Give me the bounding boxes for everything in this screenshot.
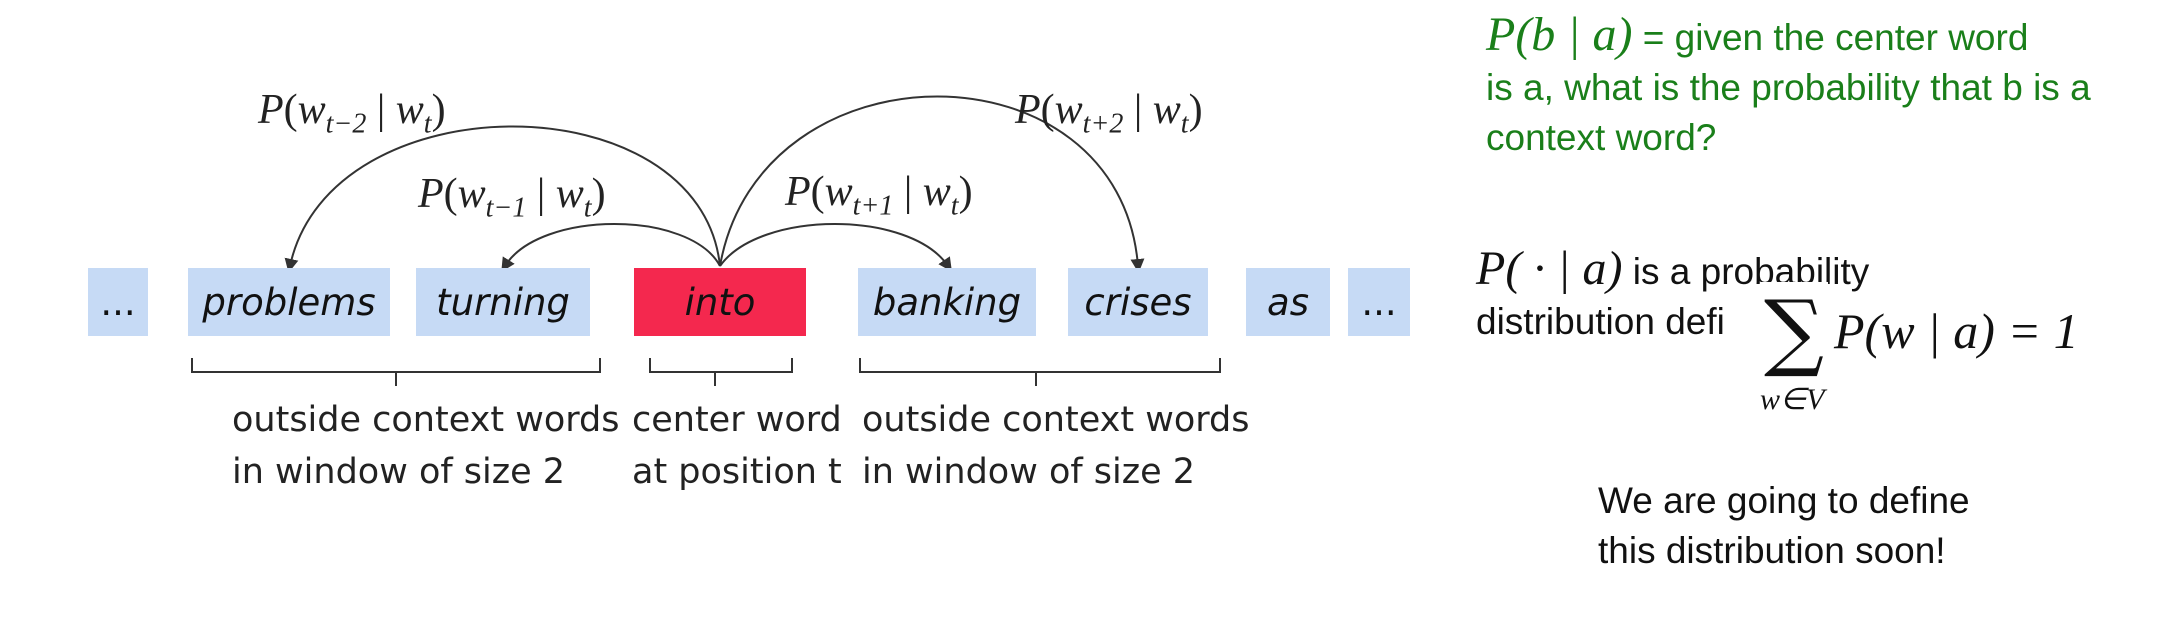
brace-label-line: center word: [632, 400, 842, 440]
arc-t-plus-2: [719, 95, 1145, 273]
green-note: P(b | a) = given the center word is a, w…: [1486, 10, 2091, 163]
black-note-line-1: P( · | a) is a probability: [1476, 244, 1869, 297]
word-text: crises: [1084, 280, 1192, 324]
word-box-problems: problems: [188, 268, 390, 336]
brace-label-line: outside context words: [862, 400, 1250, 440]
green-note-line-3: context word?: [1486, 117, 1717, 158]
word-text: banking: [872, 280, 1022, 324]
arc-t-minus-1: [501, 223, 721, 272]
word-box-into-center: into: [634, 268, 806, 336]
word-box-ellipsis-left: ...: [88, 268, 148, 336]
word-box-ellipsis-right: ...: [1348, 268, 1410, 336]
brace-label-left: outside context words in window of size …: [232, 394, 619, 498]
word-text: turning: [436, 280, 570, 324]
word-box-banking: banking: [858, 268, 1036, 336]
sum-subscript: w∈V: [1760, 383, 1825, 416]
arc-t-minus-2: [284, 125, 721, 273]
arc-label-t-minus-1: P(wt−1 | wt): [418, 171, 606, 224]
black-note: P( · | a) is a probability distribution …: [1476, 244, 1869, 347]
word-box-as: as: [1246, 268, 1330, 336]
brace-label-right: outside context words in window of size …: [862, 394, 1249, 498]
black-note-text: is a probability: [1622, 251, 1870, 292]
arc-label-t-plus-2: P(wt+2 | wt): [1015, 87, 1203, 140]
brace-label-line: outside context words: [232, 400, 620, 440]
word-text: ...: [1361, 280, 1397, 324]
green-note-line-2: is a, what is the probability that b is …: [1486, 67, 2091, 108]
word-text: ...: [100, 280, 136, 324]
black-note-line-2: distribution defi: [1476, 301, 1725, 342]
green-formula: P(b | a): [1486, 8, 1633, 61]
sum-expression: P(w | a) = 1: [1834, 303, 2079, 359]
brace-left: [191, 358, 601, 386]
green-note-line-1: P(b | a) = given the center word: [1486, 10, 2091, 63]
word-text: as: [1267, 280, 1309, 324]
word-box-crises: crises: [1068, 268, 1208, 336]
arc-t-plus-1: [719, 223, 952, 272]
word-text: into: [684, 280, 756, 324]
black-formula: P( · | a): [1476, 242, 1623, 295]
arc-label-t-plus-1: P(wt+1 | wt): [785, 169, 973, 222]
footer-note-line-1: We are going to define: [1598, 480, 1970, 521]
footer-note: We are going to define this distribution…: [1598, 476, 1970, 576]
sum-formula: ∑ w∈V P(w | a) = 1: [1760, 282, 2120, 430]
arc-label-t-minus-2: P(wt−2 | wt): [258, 87, 446, 140]
brace-label-line: at position t: [632, 452, 842, 492]
brace-label-line: in window of size 2: [862, 452, 1196, 492]
word-text: problems: [202, 280, 376, 324]
green-note-text: = given the center word: [1632, 17, 2029, 58]
brace-right: [859, 358, 1221, 386]
brace-label-line: in window of size 2: [232, 452, 566, 492]
footer-note-line-2: this distribution soon!: [1598, 530, 1946, 571]
brace-label-center: center word at position t: [632, 394, 842, 498]
brace-center: [649, 358, 793, 386]
word-box-turning: turning: [416, 268, 590, 336]
sum-symbol: ∑: [1760, 282, 1828, 380]
